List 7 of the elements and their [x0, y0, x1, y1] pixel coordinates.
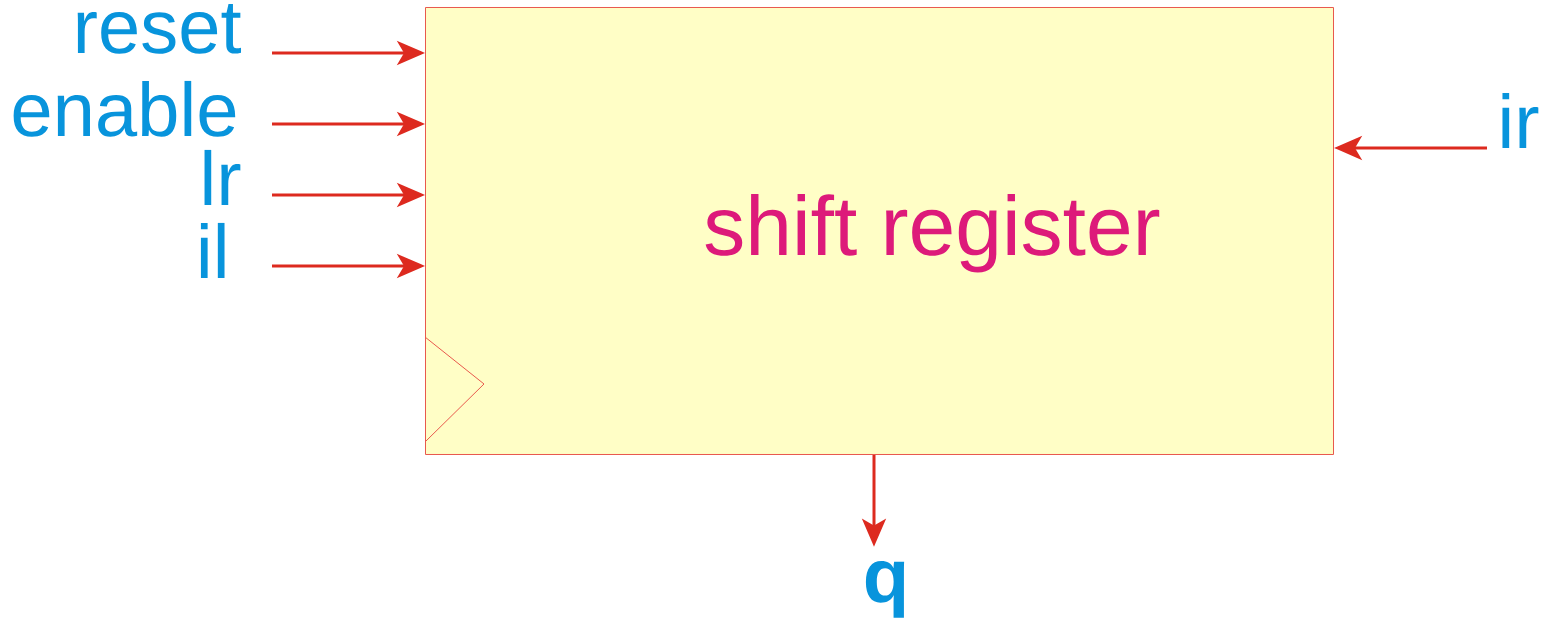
signal-label: lr: [204, 149, 241, 205]
signal-label: il: [200, 222, 225, 278]
signal-label: enable: [13, 80, 236, 137]
signal-label: q: [865, 561, 905, 618]
signal-label: ir: [1502, 92, 1539, 148]
signal-label: reset: [77, 3, 241, 54]
register-box: shift register: [425, 7, 1334, 455]
